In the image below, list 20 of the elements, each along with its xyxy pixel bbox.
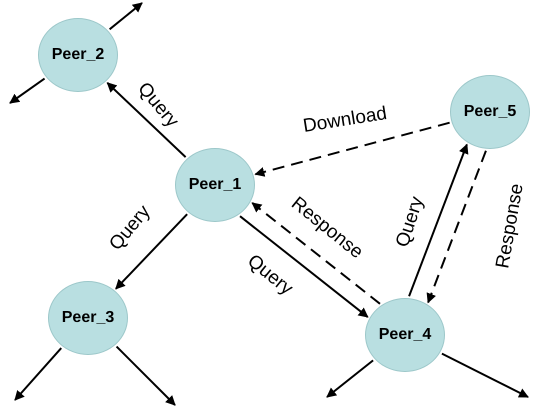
node-label: Peer_5 xyxy=(464,103,516,121)
peer-circle xyxy=(38,18,118,92)
node-label: Peer_3 xyxy=(62,309,114,327)
arrow xyxy=(254,122,450,177)
arrow xyxy=(426,150,487,304)
arrow xyxy=(239,215,369,318)
arrow xyxy=(9,78,46,104)
arrow xyxy=(251,202,381,305)
arrow xyxy=(408,144,468,297)
node-label: Peer_2 xyxy=(52,46,104,64)
arrow xyxy=(116,346,176,406)
arrow xyxy=(326,360,374,398)
arrow xyxy=(115,213,188,290)
arrow xyxy=(106,82,186,158)
arrow xyxy=(14,347,62,401)
arrow xyxy=(441,352,529,398)
peer-circle xyxy=(175,148,255,222)
node-label: Peer_4 xyxy=(378,326,432,344)
arrow xyxy=(108,2,143,30)
node-label: Peer_1 xyxy=(188,176,242,194)
